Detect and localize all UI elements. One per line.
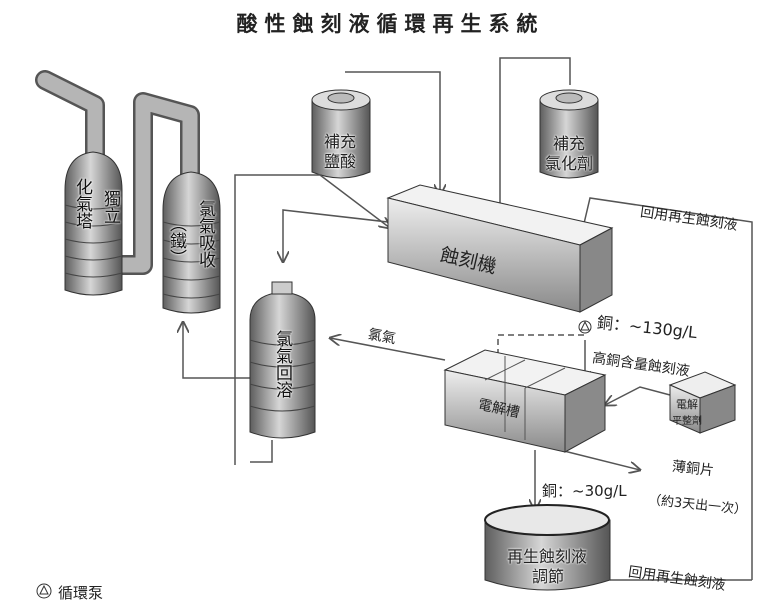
legend-pump-label: 循環泵 <box>58 584 104 602</box>
regen-tank-label-2: 調節 <box>532 567 565 586</box>
diagram-title: 酸性蝕刻液循環再生系統 <box>236 12 545 36</box>
chlorinator-tank-label-2: 氯化劑 <box>545 154 594 173</box>
pump-icon <box>578 320 592 334</box>
leveler-label-1: 電解 <box>676 398 698 411</box>
chlorinator-tank-label-1: 補充 <box>553 134 586 153</box>
electrolysis-cell-graphic <box>443 349 607 453</box>
regen-tank-label-1: 再生蝕刻液 <box>507 547 588 566</box>
chlorine-redissolve-label: 氯氣回溶 <box>272 330 292 398</box>
copper-low-label: 銅：~30g/L <box>542 482 627 500</box>
flow-lines <box>183 57 753 581</box>
thin-copper-label: 薄銅片 <box>671 458 715 480</box>
absorption-tower-label-1: 氯氣吸收 <box>195 200 215 268</box>
oxidation-tower-label-1: 獨立 <box>100 190 120 224</box>
oxidation-tower <box>64 151 123 296</box>
chlorine-redissolve-tank <box>249 281 316 439</box>
oxidation-tower-label-2: 化氣塔 <box>72 178 92 229</box>
tower-pipes <box>35 70 200 275</box>
chlorinator-tank <box>539 89 599 179</box>
etching-machine <box>386 184 614 313</box>
hcl-tank-label-2: 鹽酸 <box>324 152 357 171</box>
leveler-label-2: 平整劑 <box>672 416 702 427</box>
legend-pump-icon <box>36 583 52 599</box>
hcl-tank <box>311 89 371 179</box>
absorption-tower <box>162 171 221 314</box>
regen-tank-graphic <box>484 504 611 591</box>
hcl-tank-label-1: 補充 <box>324 132 357 151</box>
leveler-box <box>668 371 737 434</box>
absorption-tower-label-2: （鐵） <box>166 215 186 266</box>
